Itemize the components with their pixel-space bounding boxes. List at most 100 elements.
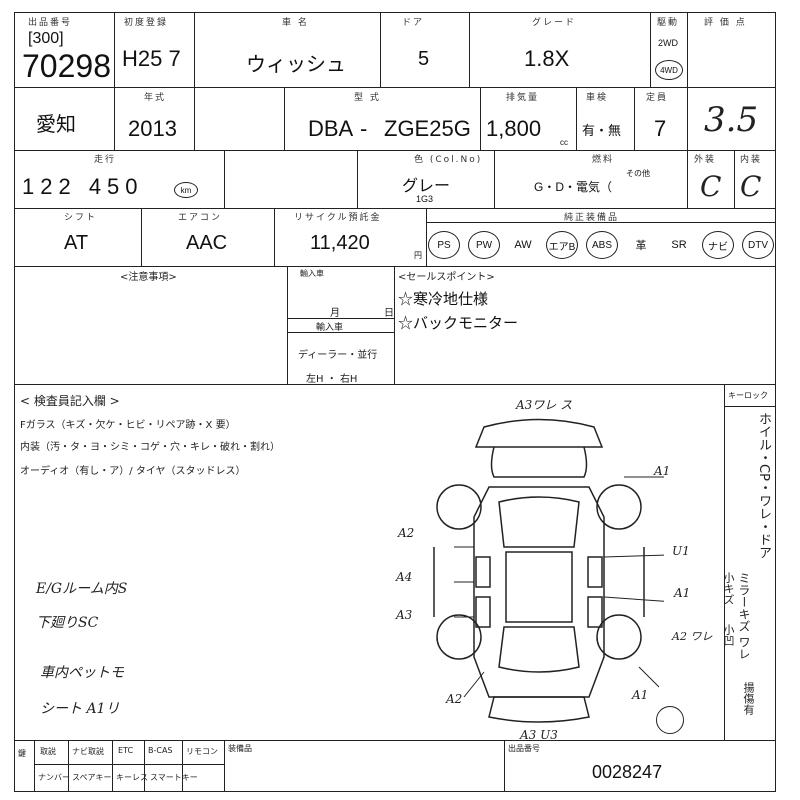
model-prefix: DBA [308,116,354,141]
border-right [775,12,776,792]
lot-label: 出品番号 [28,18,73,28]
footer-cell-manual: 取説 [40,747,56,756]
footer-cell-number: ナンバー [38,773,70,782]
model-dash: - [360,116,368,141]
mileage-unit-km: km [174,182,198,198]
mark-a2-left: A2 [398,526,415,540]
mark-a2-right: A2 ワレ [672,630,713,643]
car-body [473,486,605,698]
displacement-unit: cc [560,138,568,147]
recycle-label: リサイクル預託金 [294,213,382,223]
lot-prefix: [300] [28,30,64,47]
model-year: 2013 [128,116,177,141]
windshield [498,496,580,548]
ac-label: エアコン [178,213,223,223]
door-right-rear [587,596,603,628]
shift-value: AT [64,232,89,254]
capacity-value: 7 [654,116,667,141]
right-vertical-2: ミラーキズ ワレ [737,572,751,660]
right-vertical-3: 小キズ [722,572,735,605]
wheel-rear-right [596,614,642,660]
door-left-front [475,556,491,588]
ac-value: AAC [186,232,228,254]
import-label: 輸入車 [300,269,324,278]
grade-value: 1.8X [524,46,570,71]
receipt-label: 出品番号 [508,744,540,753]
wheel-front-right [596,484,642,530]
drive-label: 駆動 [657,18,680,28]
inspection-line-1: Fガラス（キズ・欠ケ・ヒビ・リペア跡・X 要） [20,420,236,431]
inspection-line-2: 内装（汚・タ・ヨ・シミ・コゲ・穴・キレ・破れ・割れ） [20,442,280,453]
equipment-list: PS PW AW エアB ABS 革 SR ナビ DTV [428,228,774,262]
mark-a2-bottom: A2 [446,692,463,706]
right-vertical-4: 小凹 [722,624,735,646]
mark-u1-right: U1 [672,544,690,558]
spare-tire-circle [656,706,684,734]
fuel-other: その他 [626,169,650,178]
day-label: 日 [384,308,394,319]
interior-label: 内装 [740,155,763,165]
hand-note-2: 下廻りSC [36,615,99,631]
remarks-label: <注意事項> [120,272,177,283]
hand-note-1: E/Gルーム内S [36,581,128,597]
dealer-text: ディーラー・並行 [298,350,378,361]
sales-point-1: ☆寒冷地仕様 [398,291,489,308]
mark-top: A3ワレ ス [516,398,573,412]
footer-cell-spare-key: スペアキー [72,773,112,782]
mark-a3-bottom: A3 U3 [520,728,558,742]
car-diagram [433,418,664,723]
inspection-title: < 検査員記入欄 > [20,394,120,408]
footer-cell-remote: リモコン [186,747,218,756]
equipment-abs: ABS [586,231,618,259]
drive-2wd: 2WD [658,38,678,48]
rear-bumper [488,696,590,723]
right-vertical-5: 揚傷有 [742,682,755,715]
footer-cell-etc: ETC [118,746,134,755]
region-value: 愛知 [36,114,76,136]
year-label: 年式 [144,93,167,103]
first-reg-label: 初度登録 [124,18,169,28]
right-vertical-1: ホイル・CP・ワレ・ドア [756,412,771,559]
equipment-airbag: エアB [546,231,578,259]
fuel-label: 燃料 [592,155,615,165]
border-left [14,12,15,792]
equipment-leather: 革 [635,240,647,252]
sales-label: <セールスポイント> [398,272,495,283]
mark-a1-right: A1 [674,586,691,600]
sales-point-2: ☆バックモニター [398,315,519,332]
grade-label: グレード [532,18,577,28]
rear-window [498,626,580,673]
handle-text: 左H ・ 右H [306,374,358,385]
hand-note-3: 車内ペットモ [40,665,124,681]
door-label: ドア [402,18,425,28]
roof [505,551,573,623]
exterior-label: 外装 [694,155,717,165]
wheel-front-left [436,484,482,530]
eval-label: 評 価 点 [704,18,747,28]
equipment-dtv: DTV [742,231,774,259]
car-name-value: ウィッシュ [246,54,346,76]
color-value: グレー [402,178,451,195]
mark-a1-bottom: A1 [632,688,649,702]
key-lock-label: キーロック [728,391,768,400]
door-right-front [587,556,603,588]
drive-4wd-circle: 4WD [655,60,683,80]
color-code: 1G3 [416,194,434,204]
shift-label: シフト [64,213,98,223]
footer-cell-bcas: B-CAS [148,746,173,755]
footer-cell-equipment: 装備品 [228,744,252,753]
month-label: 月 [330,308,340,319]
equipment-label: 純正装備品 [564,213,620,223]
border-bottom [14,791,776,792]
recycle-value: 11,420 [310,232,370,254]
equipment-ps: PS [428,231,460,259]
footer-cell-key: 鍵 [18,749,26,758]
wheel-rear-left [436,614,482,660]
car-name-label: 車 名 [282,18,309,28]
interior-grade: C [740,170,762,203]
footer-cell-smart-key: スマートキー [150,773,198,782]
front-bumper [474,418,604,448]
footer-cell-navi-manual: ナビ取説 [72,747,104,756]
mark-a3-left: A3 [396,608,413,622]
equipment-navi: ナビ [702,231,734,259]
